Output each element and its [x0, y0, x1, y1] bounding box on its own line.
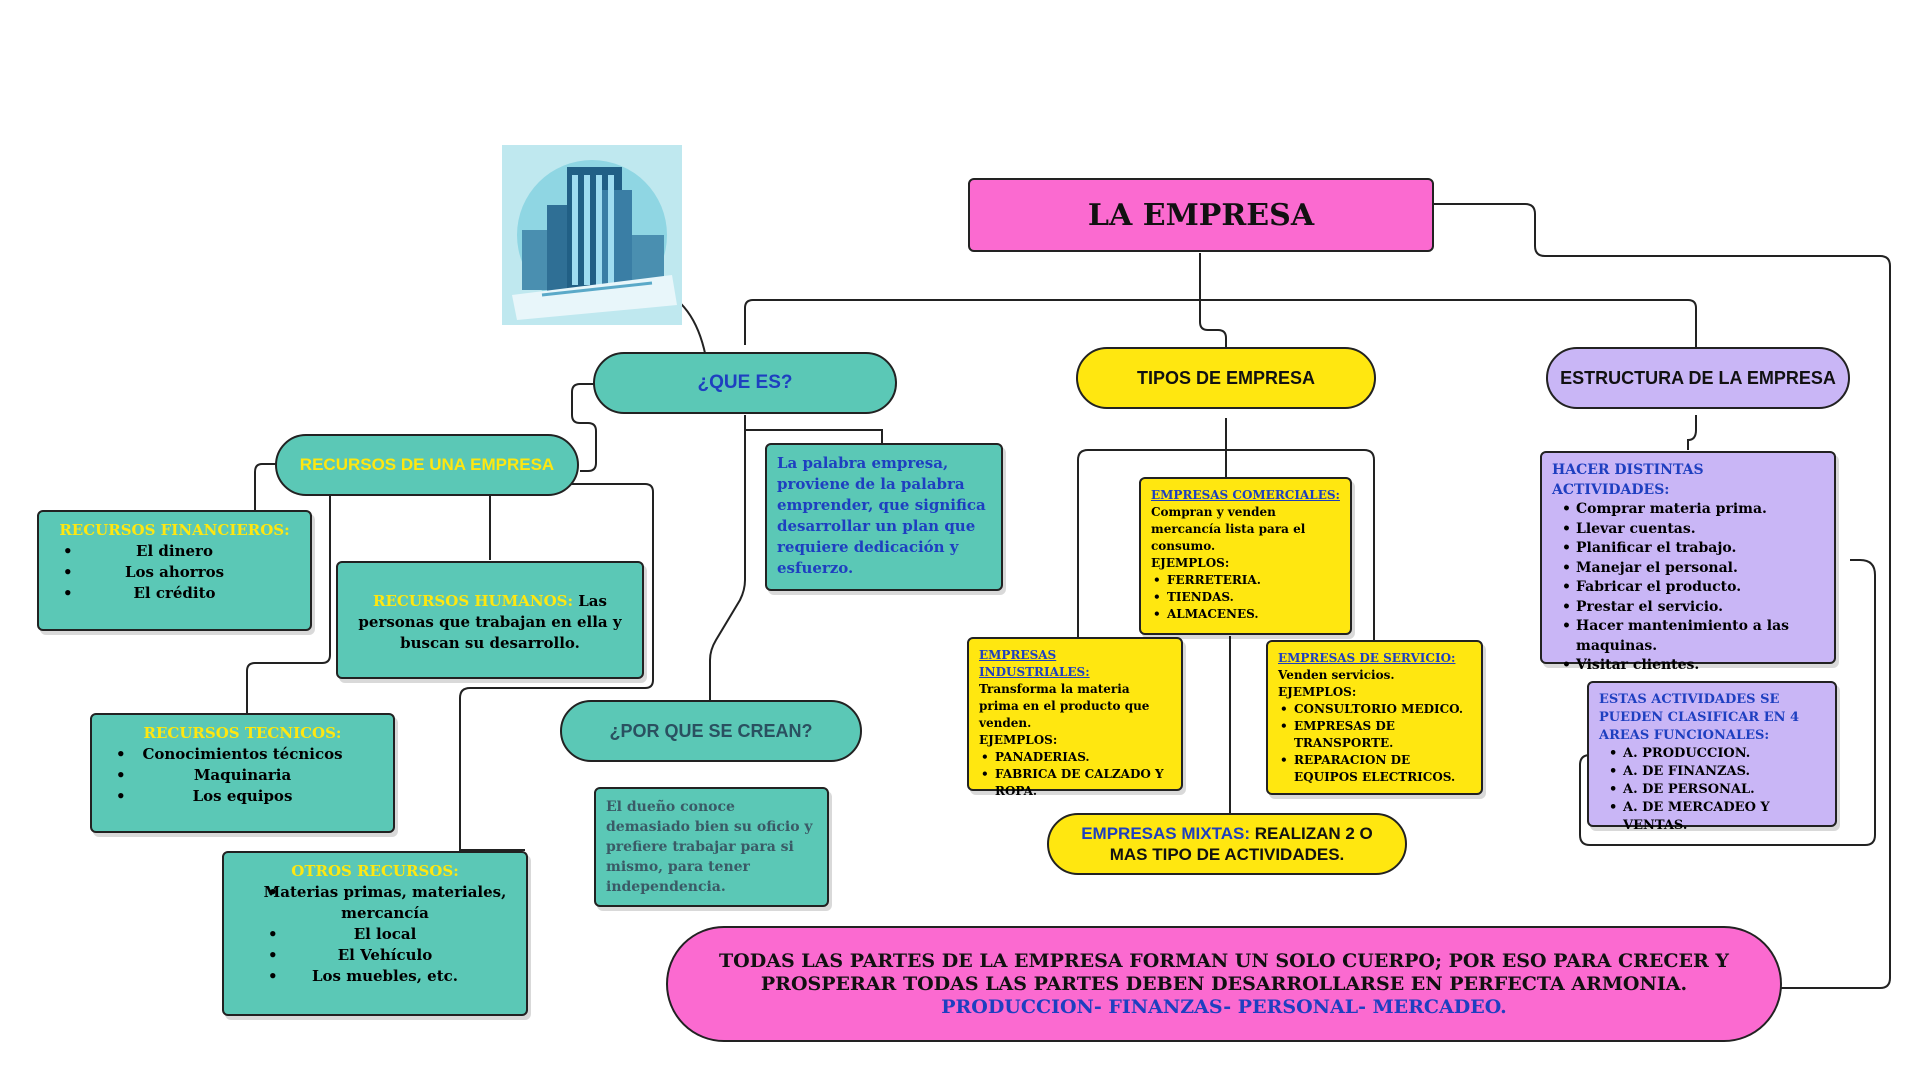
empresas-mixtas: EMPRESAS MIXTAS: REALIZAN 2 O MAS TIPO D… [1047, 813, 1407, 875]
mixtas-header: EMPRESAS MIXTAS: [1081, 824, 1250, 843]
conclusion-text: TODAS LAS PARTES DE LA EMPRESA FORMAN UN… [719, 949, 1729, 995]
comerciales-header: EMPRESAS COMERCIALES: [1151, 488, 1340, 502]
list-item: FERRETERIA. [1151, 572, 1340, 589]
list-item: Prestar el servicio. [1560, 598, 1824, 618]
list-item: Visitar clientes. [1560, 656, 1824, 676]
list-item: Conocimientos técnicos [102, 744, 383, 765]
tipos-node: TIPOS DE EMPRESA [1076, 347, 1376, 409]
empresas-comerciales: EMPRESAS COMERCIALES: Compran y venden m… [1139, 477, 1352, 635]
recursos-humanos: RECURSOS HUMANOS: Las personas que traba… [336, 561, 644, 679]
definition-text: La palabra empresa, proviene de la palab… [777, 454, 986, 577]
que-es-label: ¿QUE ES? [697, 372, 793, 393]
list-item: TIENDAS. [1151, 589, 1340, 606]
list-item: Fabricar el producto. [1560, 578, 1824, 598]
por-que-node: ¿POR QUE SE CREAN? [560, 700, 862, 762]
list-item: Planificar el trabajo. [1560, 539, 1824, 559]
list-item: El local [254, 924, 516, 945]
conclusion-banner: TODAS LAS PARTES DE LA EMPRESA FORMAN UN… [666, 926, 1782, 1042]
areas-funcionales: ESTAS ACTIVIDADES SE PUEDEN CLASIFICAR E… [1587, 681, 1837, 833]
list-item: EMPRESAS DE TRANSPORTE. [1278, 718, 1471, 752]
comerciales-ejemplos: EJEMPLOS: [1151, 556, 1230, 570]
areas-header: ESTAS ACTIVIDADES SE PUEDEN CLASIFICAR E… [1599, 692, 1800, 743]
conclusion-areas: PRODUCCION- FINANZAS- PERSONAL- MERCADEO… [941, 995, 1507, 1018]
list-item: PANADERIAS. [979, 749, 1171, 766]
otros-header: OTROS RECURSOS: [291, 862, 459, 880]
industriales-ejemplos: EJEMPLOS: [979, 733, 1058, 747]
building-icon [512, 160, 677, 320]
recursos-tecnicos: RECURSOS TECNICOS: Conocimientos técnico… [90, 713, 395, 833]
list-item: REPARACION DE EQUIPOS ELECTRICOS. [1278, 752, 1471, 786]
servicio-header: EMPRESAS DE SERVICIO: [1278, 651, 1456, 665]
tipos-label: TIPOS DE EMPRESA [1136, 367, 1316, 388]
tecnicos-list: Conocimientos técnicos Maquinaria Los eq… [102, 744, 383, 807]
list-item: Llevar cuentas. [1560, 520, 1824, 540]
industriales-desc: Transforma la materia prima en el produc… [979, 682, 1150, 730]
list-item: FABRICA DE CALZADO Y ROPA. [979, 766, 1171, 800]
por-que-label: ¿POR QUE SE CREAN? [609, 720, 813, 741]
financieros-list: El dinero Los ahorros El crédito [49, 541, 300, 604]
industriales-list: PANADERIAS. FABRICA DE CALZADO Y ROPA. [979, 749, 1171, 800]
list-item: A. PRODUCCION. [1607, 745, 1825, 763]
list-item: Los ahorros [49, 562, 300, 583]
por-que-text: El dueño conoce demasiado bien su oficio… [606, 799, 813, 895]
actividades-header: HACER DISTINTAS ACTIVIDADES: [1552, 462, 1704, 498]
list-item: El dinero [49, 541, 300, 562]
list-item: Los equipos [102, 786, 383, 807]
distintas-actividades: HACER DISTINTAS ACTIVIDADES: Comprar mat… [1540, 451, 1836, 675]
humanos-text: Las personas que trabajan en ella y busc… [358, 592, 622, 652]
recursos-label: RECURSOS DE UNA EMPRESA [299, 455, 555, 474]
servicio-list: CONSULTORIO MEDICO. EMPRESAS DE TRANSPOR… [1278, 701, 1471, 786]
list-item: Hacer mantenimiento a las maquinas. [1560, 617, 1824, 656]
list-item: CONSULTORIO MEDICO. [1278, 701, 1471, 718]
recursos-financieros: RECURSOS FINANCIEROS: El dinero Los ahor… [37, 510, 312, 631]
recursos-node: RECURSOS DE UNA EMPRESA [275, 434, 579, 496]
list-item: A. DE MERCADEO Y VENTAS. [1607, 799, 1825, 835]
list-item: Materias primas, materiales, mercancía [254, 882, 516, 924]
otros-list: Materias primas, materiales, mercancía E… [234, 882, 516, 987]
list-item: Comprar materia prima. [1560, 500, 1824, 520]
otros-recursos: OTROS RECURSOS: Materias primas, materia… [222, 851, 528, 1016]
financieros-header: RECURSOS FINANCIEROS: [59, 521, 290, 539]
building-illustration [502, 145, 682, 325]
servicio-desc: Venden servicios. [1278, 668, 1395, 682]
title-text: LA EMPRESA [1087, 197, 1315, 233]
comerciales-list: FERRETERIA. TIENDAS. ALMACENES. [1151, 572, 1340, 623]
humanos-header: RECURSOS HUMANOS: [373, 592, 574, 610]
list-item: El Vehículo [254, 945, 516, 966]
actividades-list: Comprar materia prima. Llevar cuentas. P… [1552, 500, 1824, 676]
industriales-header: EMPRESAS INDUSTRIALES: [979, 648, 1090, 679]
list-item: Maquinaria [102, 765, 383, 786]
servicio-ejemplos: EJEMPLOS: [1278, 685, 1357, 699]
list-item: El crédito [49, 583, 300, 604]
list-item: Los muebles, etc. [254, 966, 516, 987]
list-item: ALMACENES. [1151, 606, 1340, 623]
empresas-servicio: EMPRESAS DE SERVICIO: Venden servicios. … [1266, 640, 1483, 795]
mixtas-text: REALIZAN 2 O MAS TIPO DE ACTIVIDADES. [1109, 824, 1373, 864]
comerciales-desc: Compran y venden mercancía lista para el… [1151, 505, 1306, 553]
empresas-industriales: EMPRESAS INDUSTRIALES: Transforma la mat… [967, 637, 1183, 798]
main-title: LA EMPRESA [968, 178, 1434, 252]
tecnicos-header: RECURSOS TECNICOS: [143, 724, 342, 742]
que-es-definition: La palabra empresa, proviene de la palab… [765, 443, 1003, 591]
areas-list: A. PRODUCCION. A. DE FINANZAS. A. DE PER… [1599, 745, 1825, 835]
list-item: A. DE FINANZAS. [1607, 763, 1825, 781]
list-item: A. DE PERSONAL. [1607, 781, 1825, 799]
estructura-label: ESTRUCTURA DE LA EMPRESA [1560, 367, 1836, 388]
por-que-text-box: El dueño conoce demasiado bien su oficio… [594, 787, 829, 907]
list-item: Manejar el personal. [1560, 559, 1824, 579]
que-es-node: ¿QUE ES? [593, 352, 897, 414]
estructura-node: ESTRUCTURA DE LA EMPRESA [1546, 347, 1850, 409]
